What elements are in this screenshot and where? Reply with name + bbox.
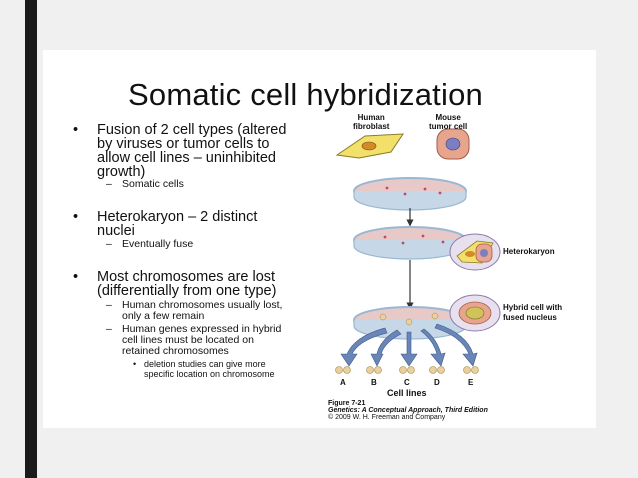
culture-dish-2: [353, 226, 467, 260]
cell-line-letter-d: D: [434, 378, 440, 387]
left-accent-bar: [25, 0, 37, 478]
slide-title: Somatic cell hybridization: [128, 77, 483, 112]
bullet-dot: •: [73, 269, 79, 285]
bullet-line: growth): [97, 164, 146, 180]
bullet-line: Most chromosomes are lost: [97, 269, 276, 285]
cell-line-letter-b: B: [371, 378, 377, 387]
slide-panel: [43, 50, 596, 428]
sub-text: Somatic cells: [122, 178, 184, 190]
mouse-tumor-cell: [436, 128, 470, 160]
sub-text: cell lines must be located on: [122, 334, 254, 346]
cell-lines-label: Cell lines: [387, 388, 427, 398]
sub-bullet-fuse: – Eventually fuse: [106, 238, 194, 250]
culture-dish-1: [353, 177, 467, 211]
bullet-chromosomes: • Most chromosomes are lost (differentia…: [73, 269, 277, 299]
sub-bullet-genes-expressed: – Human genes expressed in hybrid cell l…: [106, 323, 282, 357]
bullet-line: nuclei: [97, 223, 135, 239]
bullet-dot: •: [73, 122, 79, 138]
figure-number: Figure 7-21: [328, 400, 366, 407]
sub-bullet-human-lost: – Human chromosomes usually lost, only a…: [106, 299, 283, 322]
sub-text: Eventually fuse: [122, 238, 194, 250]
sub-sub-text: deletion studies can give more: [144, 359, 266, 369]
bullet-line: (differentially from one type): [97, 283, 277, 299]
sub-dash: –: [106, 238, 112, 250]
sub-dash: –: [106, 178, 112, 190]
sub-dash: –: [106, 323, 112, 335]
figure-diagram: [335, 128, 501, 374]
mouse-tumor-cell-label: Mouse tumor cell: [429, 113, 468, 131]
sub-sub-text: specific location on chromosome: [144, 369, 275, 379]
bullet-line: Heterokaryon – 2 distinct: [97, 209, 258, 225]
sub-sub-bullet-deletion: • deletion studies can give more specifi…: [133, 359, 275, 379]
hybridization-figure: Human fibroblast Mouse tumor cell Hetero…: [325, 110, 590, 421]
figure-copyright: © 2009 W. H. Freeman and Company: [328, 414, 446, 421]
sub-text: Human genes expressed in hybrid: [122, 323, 282, 335]
human-fibroblast-label: Human fibroblast: [353, 113, 390, 131]
sub-bullet-somatic: – Somatic cells: [106, 178, 184, 190]
distribution-arrows: [340, 323, 478, 367]
sub-dash: –: [106, 299, 112, 311]
sub-text: retained chromosomes: [122, 345, 229, 357]
bullet-dot: •: [73, 209, 79, 225]
hybrid-cell: [449, 294, 501, 332]
bullet-fusion: • Fusion of 2 cell types (altered by vir…: [73, 122, 287, 180]
sub-sub-dot: •: [133, 359, 137, 369]
figure-source-book: Genetics: A Conceptual Approach, Third E…: [328, 407, 488, 414]
human-fibroblast-cell: [335, 133, 404, 159]
heterokaryon-cell: [449, 233, 501, 271]
bullet-line: allow cell lines – uninhibited: [97, 150, 276, 166]
bullet-line: by viruses or tumor cells to: [97, 136, 270, 152]
hybrid-cell-label: Hybrid cell with fused nucleus: [503, 303, 563, 322]
cell-line-letter-a: A: [340, 378, 346, 387]
cell-line-letter-c: C: [404, 378, 410, 387]
heterokaryon-label: Heterokaryon: [503, 247, 555, 256]
bullet-line: Fusion of 2 cell types (altered: [97, 122, 287, 138]
bullet-heterokaryon: • Heterokaryon – 2 distinct nuclei: [73, 209, 258, 239]
sub-text: only a few remain: [122, 310, 205, 322]
cell-line-colonies: [335, 366, 479, 374]
sub-text: Human chromosomes usually lost,: [122, 299, 283, 311]
cell-line-letter-e: E: [468, 378, 474, 387]
